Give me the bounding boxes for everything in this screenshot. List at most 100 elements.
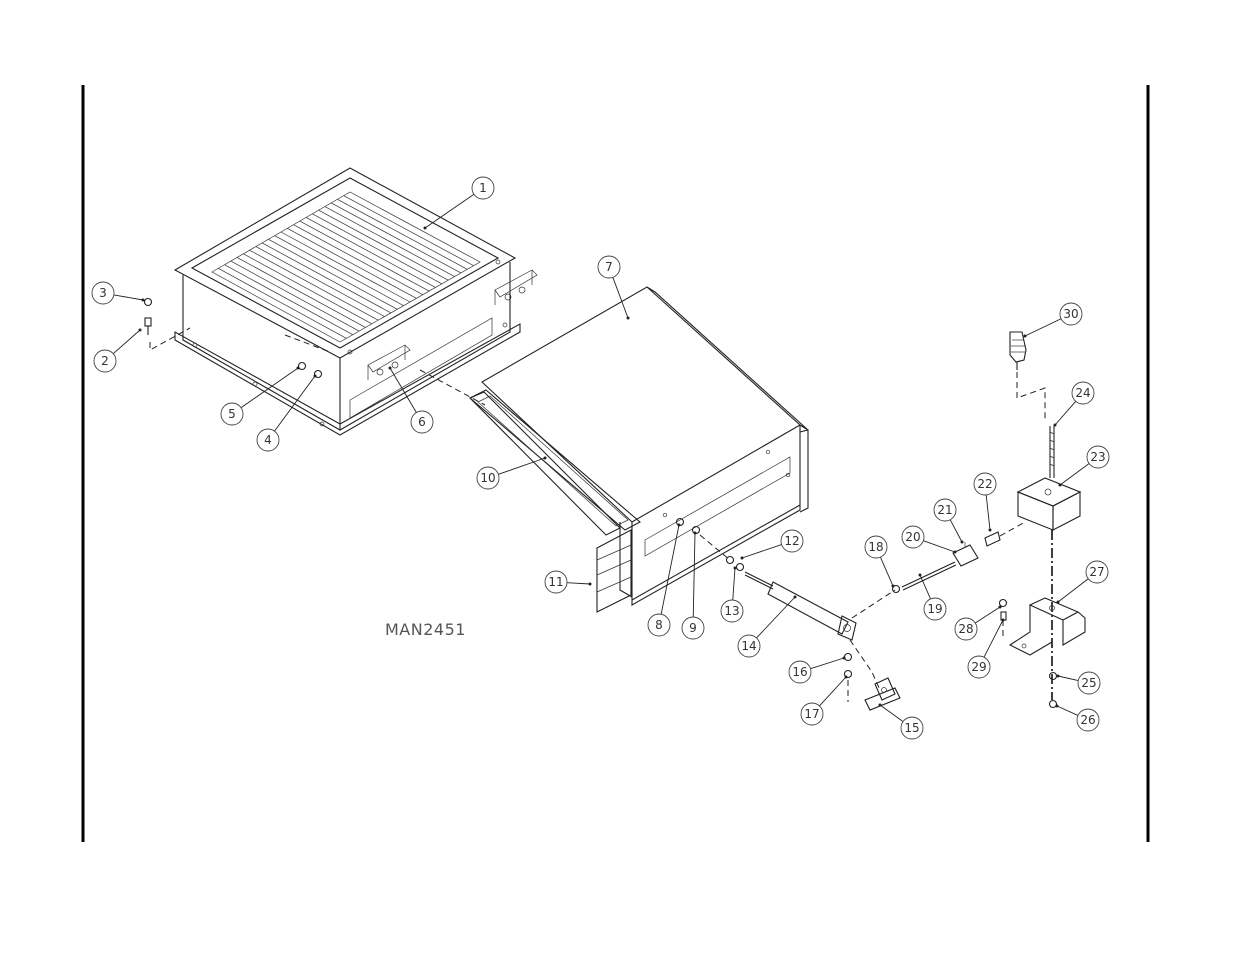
leader-tip (693, 531, 697, 535)
part-balloon: 21 (933, 498, 957, 522)
balloon-label: 17 (804, 707, 819, 721)
part-balloon: 16 (788, 660, 812, 684)
part-balloon: 23 (1086, 445, 1110, 469)
balloon-label: 16 (792, 665, 807, 679)
screw-and-washer-parts (143, 297, 191, 351)
leader-line (113, 294, 144, 301)
linkage-rod-part (851, 521, 1026, 619)
grille-box-part (173, 167, 538, 436)
leader-tip (1058, 483, 1062, 487)
leader-line (923, 540, 956, 553)
balloon-label: 13 (724, 604, 739, 618)
leader-line (240, 367, 299, 409)
balloon-label: 30 (1063, 307, 1078, 321)
leader-line (660, 524, 680, 615)
assembly-line (699, 534, 731, 561)
leader-line (810, 657, 845, 670)
part-balloon: 27 (1085, 560, 1109, 584)
part-balloon: 22 (973, 472, 997, 496)
part-balloon: 26 (1076, 708, 1100, 732)
leader-line (974, 606, 1001, 624)
leader-tip (793, 595, 797, 599)
part-balloon: 12 (780, 529, 804, 553)
leader-tip (842, 656, 846, 660)
leader-tip (878, 703, 882, 707)
strut-bracket-part (843, 639, 901, 711)
balloon-label: 22 (977, 477, 992, 491)
mounting-bracket-part (1008, 597, 1086, 656)
leader-line (1056, 705, 1079, 716)
assembly-line (284, 334, 331, 353)
part-balloon: 25 (1077, 671, 1101, 695)
part-balloon: 24 (1071, 381, 1095, 405)
balloon-label: 10 (480, 471, 495, 485)
leader-tip (296, 366, 300, 370)
leader-line (756, 596, 796, 639)
switch-housing-part (1016, 426, 1082, 531)
leader-line (949, 519, 963, 543)
balloon-label: 12 (784, 534, 799, 548)
leader-tip (918, 573, 922, 577)
balloon-label: 5 (228, 407, 236, 421)
balloon-label: 19 (927, 602, 942, 616)
part-balloon: 18 (864, 535, 888, 559)
part-balloon: 29 (967, 655, 991, 679)
balloon-label: 11 (548, 575, 563, 589)
leader-tip (740, 556, 744, 560)
gas-strut-part (725, 555, 857, 641)
part-balloon: 4 (256, 428, 280, 452)
part-balloon: 5 (220, 402, 244, 426)
leader-line (424, 193, 475, 229)
balloon-label: 8 (655, 618, 663, 632)
leader-tip (543, 456, 547, 460)
part-balloon: 8 (647, 613, 671, 637)
leader-tip (388, 366, 392, 370)
balloon-label: 1 (479, 181, 487, 195)
part-balloon: 28 (954, 617, 978, 641)
leader-line (566, 582, 591, 585)
balloon-label: 4 (264, 433, 272, 447)
balloon-label: 20 (905, 530, 920, 544)
leader-line (919, 574, 931, 600)
leader-tip (1023, 334, 1027, 338)
leader-tip (141, 298, 145, 302)
part-balloon: 2 (93, 349, 117, 373)
leader-tip (677, 523, 681, 527)
leader-tip (1053, 423, 1057, 427)
leader-tip (988, 528, 992, 532)
leader-tip (733, 566, 737, 570)
balloon-label: 29 (971, 660, 986, 674)
leader-tip (953, 550, 957, 554)
leader-line (612, 277, 629, 319)
leader-line (1024, 318, 1062, 337)
part-balloon: 9 (681, 616, 705, 640)
leader-tip (1001, 618, 1005, 622)
balloon-label: 2 (101, 354, 109, 368)
part-balloon: 3 (91, 281, 115, 305)
leader-tip (844, 675, 848, 679)
lid-part (469, 286, 809, 613)
part-balloon: 15 (900, 716, 924, 740)
leader-tip (1056, 674, 1060, 678)
balloon-label: 25 (1081, 676, 1096, 690)
balloon-label: 9 (689, 621, 697, 635)
part-balloon: 20 (901, 525, 925, 549)
leader-line (389, 367, 417, 413)
leader-line (879, 704, 904, 722)
part-balloon: 11 (544, 570, 568, 594)
leader-tip (1056, 600, 1060, 604)
leader-line (1057, 578, 1089, 603)
balloon-label: 18 (868, 540, 883, 554)
balloon-label: 14 (741, 639, 756, 653)
leader-line (879, 556, 894, 587)
leader-line (112, 329, 141, 355)
leader-line (983, 619, 1004, 658)
balloon-label: 21 (937, 503, 952, 517)
part-balloon: 19 (923, 597, 947, 621)
balloon-label: 15 (904, 721, 919, 735)
leader-tip (1055, 704, 1059, 708)
leader-tip (626, 316, 630, 320)
leader-tip (891, 584, 895, 588)
leader-tip (313, 374, 317, 378)
